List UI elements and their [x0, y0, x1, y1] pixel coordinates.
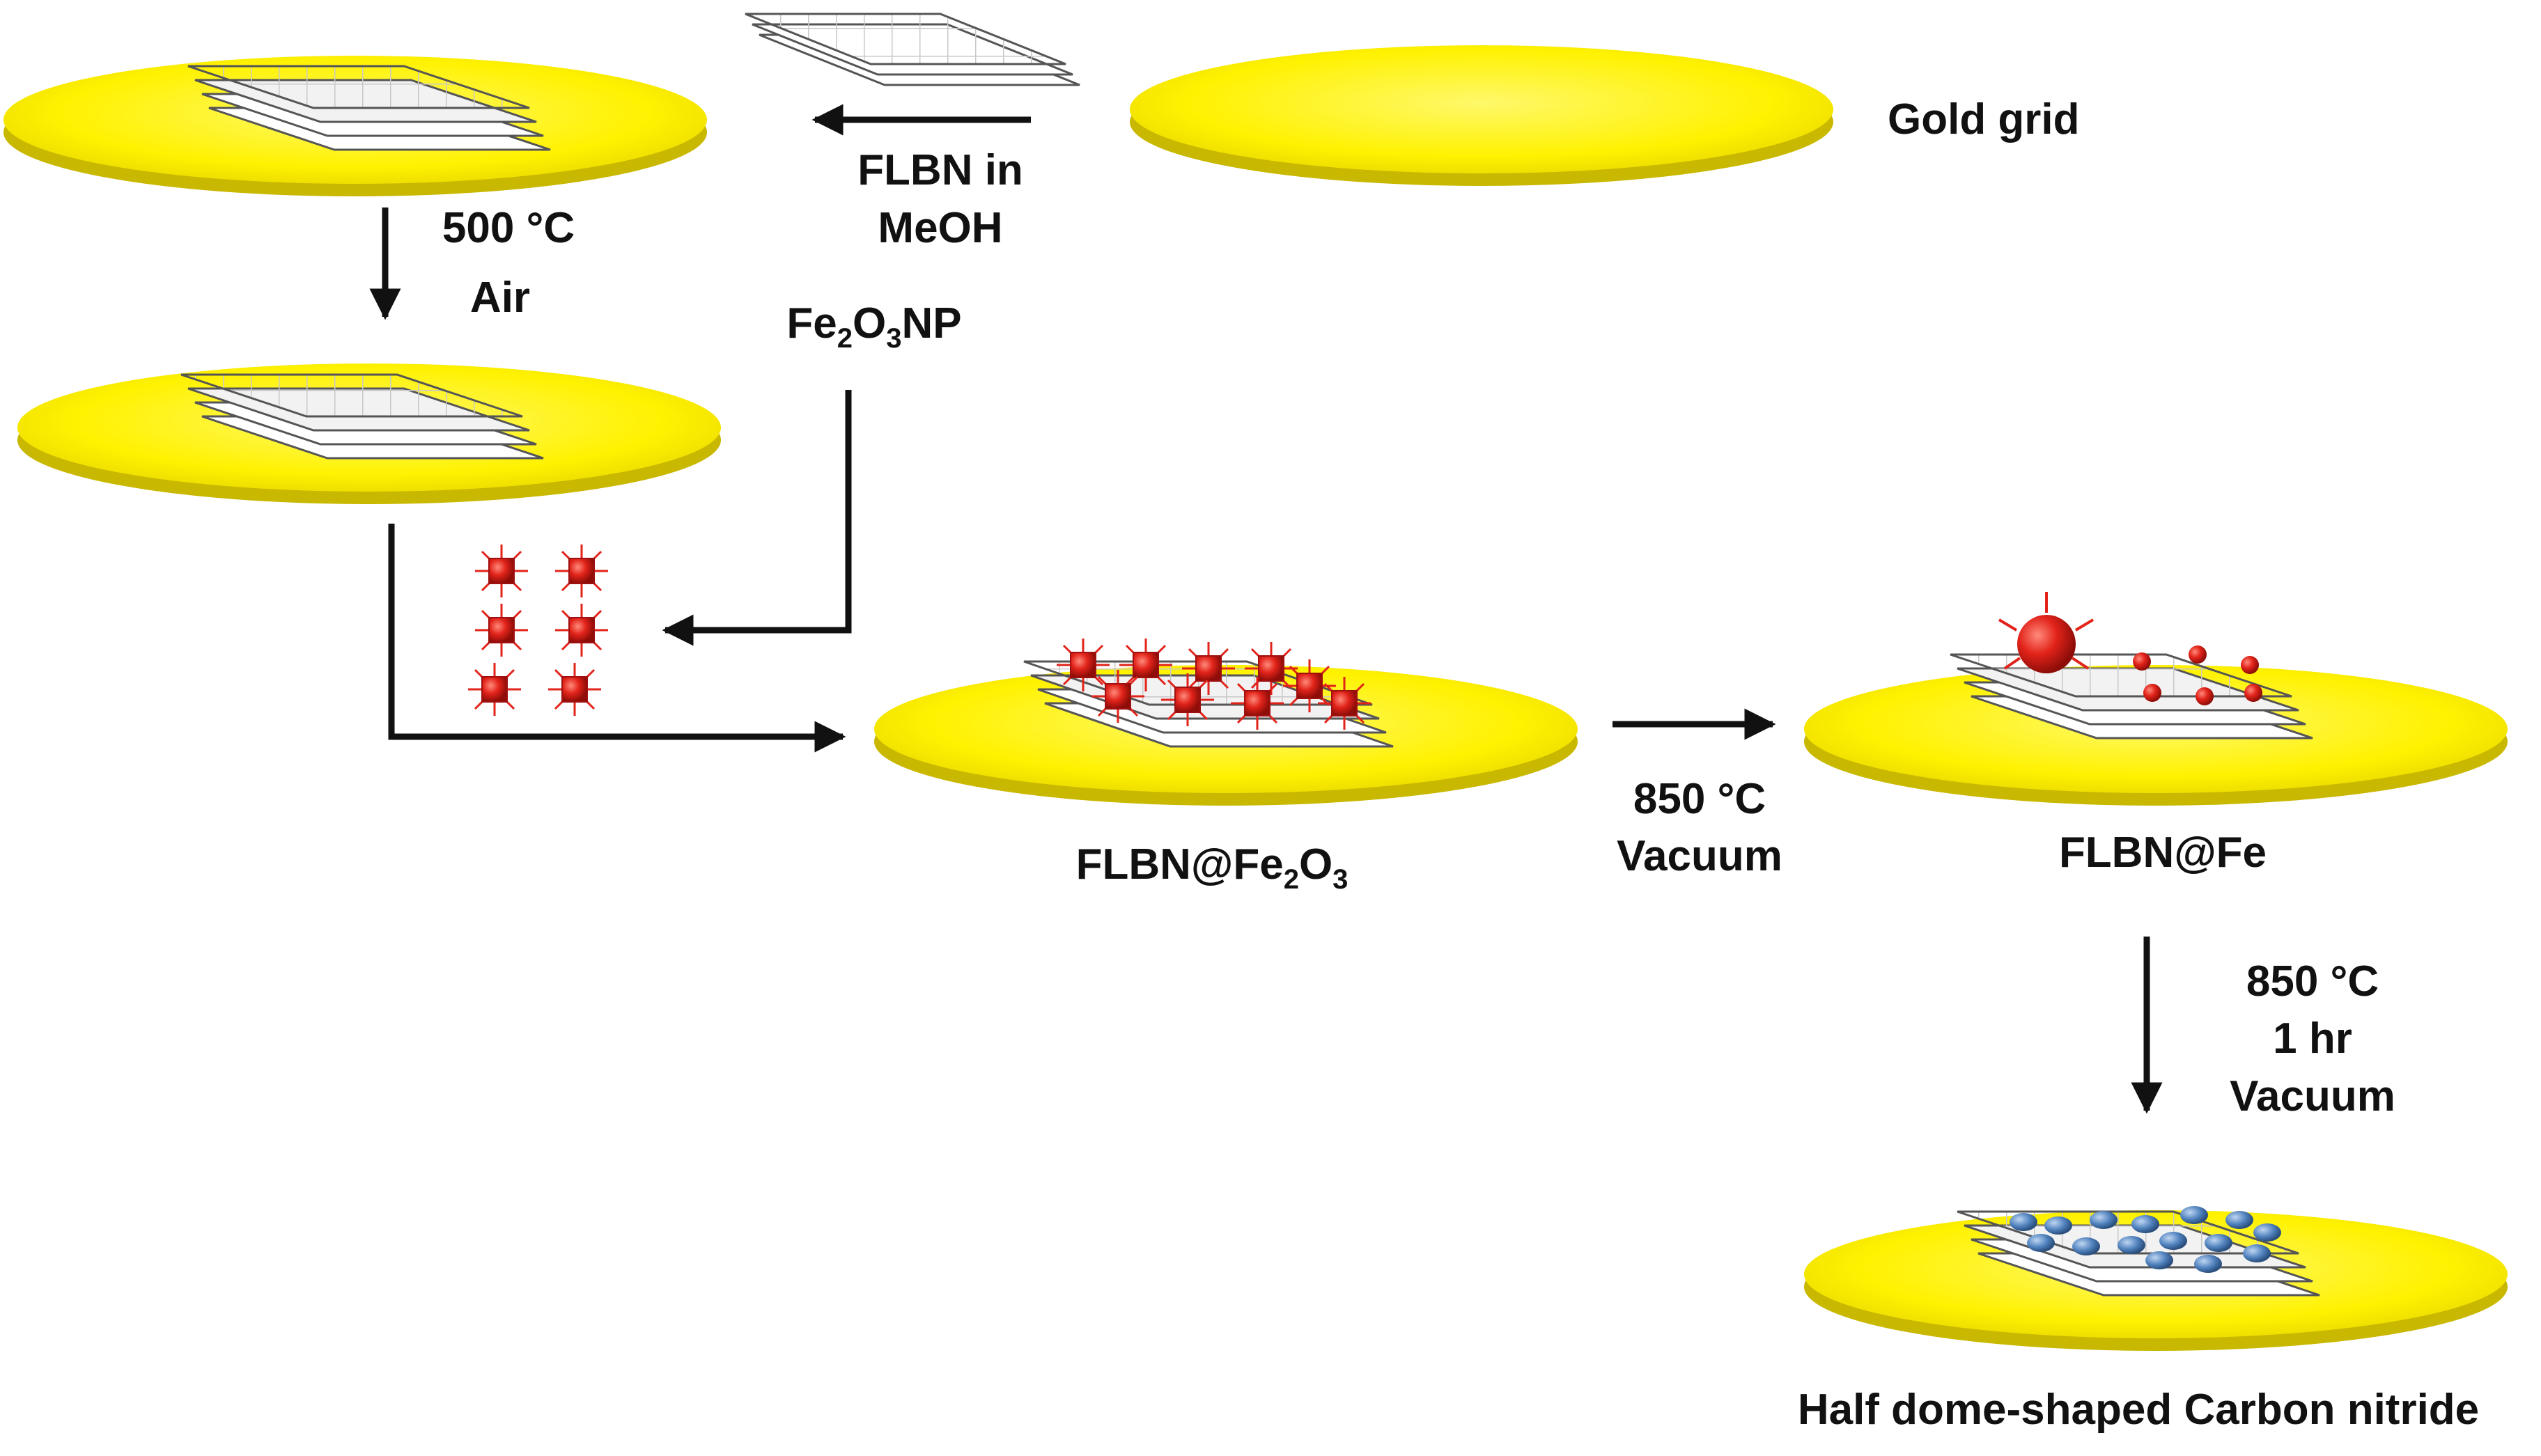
label-step4-atm: Vacuum — [2230, 1072, 2395, 1120]
label-step3-atm: Vacuum — [1617, 832, 1782, 880]
label-step1-atm: Air — [470, 274, 530, 322]
gold-grid-disc-empty — [1130, 45, 1833, 186]
arrow-np-supply — [662, 390, 852, 646]
label-final-product: Half dome-shaped Carbon nitride — [1798, 1386, 2479, 1434]
label-flbn-fe2o3: FLBN@Fe2O3 — [1076, 840, 1349, 895]
label-step4-temp: 850 °C — [2246, 957, 2379, 1005]
fe-nanoparticles-on-flbn — [1998, 592, 2262, 705]
label-step3-temp: 850 °C — [1633, 775, 1766, 823]
flbn-sheet-stack-floating — [745, 13, 1080, 86]
fe2o3-nanoparticle-cluster — [467, 543, 609, 717]
carbon-nitride-domes — [2010, 1206, 2281, 1273]
label-flbn-in-line2: MeOH — [878, 204, 1002, 252]
label-step1-temp: 500 °C — [442, 204, 575, 252]
label-step4-time: 1 hr — [2273, 1015, 2352, 1063]
label-fe2o3-np: Fe2O3NP — [786, 299, 961, 354]
label-flbn-fe: FLBN@Fe — [2059, 829, 2267, 877]
label-flbn-in-line1: FLBN in — [857, 146, 1023, 194]
arrow-combine-flow — [388, 524, 846, 753]
label-gold-grid: Gold grid — [1888, 95, 2080, 143]
flbn-sheet-stack-1 — [187, 65, 551, 151]
flbn-sheet-stack-2 — [180, 373, 544, 460]
